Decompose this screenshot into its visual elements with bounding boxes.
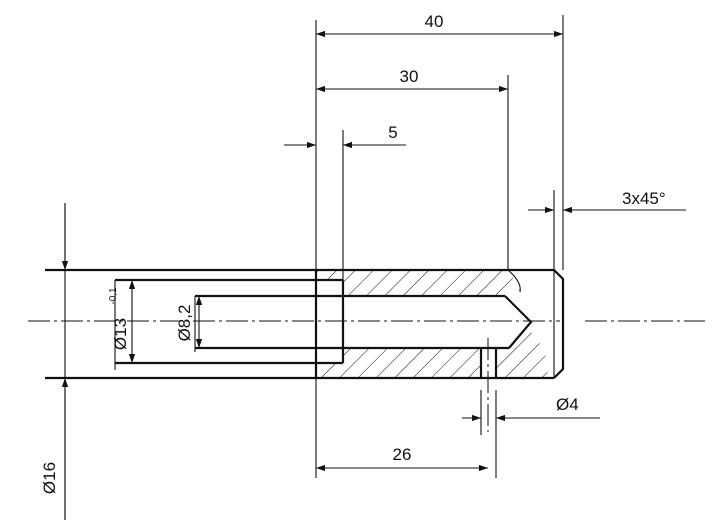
- dimension-5: 5: [284, 123, 406, 149]
- dimension-chamfer: 3x45°: [528, 189, 686, 214]
- part-outline: [45, 268, 565, 432]
- dimension-cross-hole-text: Ø4: [556, 395, 579, 414]
- dimension-40-text: 40: [425, 12, 444, 31]
- section-hatch-upper: [316, 270, 520, 296]
- dimension-counterbore-text: Ø13: [111, 318, 130, 350]
- dimension-26: 26: [316, 445, 488, 472]
- dimension-cross-hole-diameter: Ø4: [462, 395, 600, 422]
- dimension-outer-diameter-text: Ø16: [40, 462, 59, 494]
- dimension-26-text: 26: [393, 445, 412, 464]
- dimension-bore-text: Ø8,2: [175, 305, 194, 342]
- dimension-bore-diameter: Ø8,2: [175, 296, 203, 348]
- dimension-30: 30: [316, 67, 508, 93]
- extension-lines: [64, 15, 564, 520]
- dimension-30-text: 30: [400, 67, 419, 86]
- dimension-outer-diameter: Ø16: [40, 203, 69, 520]
- dimension-counterbore-diameter: Ø13 -0,1: [108, 280, 136, 363]
- section-hatch-lower: [316, 332, 548, 378]
- dimension-40: 40: [316, 12, 563, 38]
- dimension-chamfer-text: 3x45°: [622, 189, 666, 208]
- dimension-5-text: 5: [388, 123, 397, 142]
- dimension-counterbore-tolerance: -0,1: [108, 287, 119, 305]
